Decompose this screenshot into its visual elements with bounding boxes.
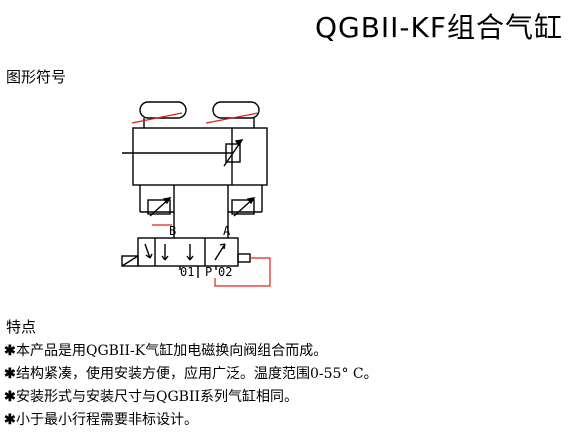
asterisk-bullet-icon: ✱	[4, 412, 16, 428]
port-labels: B A 01 P 02	[169, 224, 232, 279]
right-flow-control-valve	[231, 197, 256, 217]
feature-text: 本产品是用QGBII-K气缸加电磁换向阀组合而成。	[16, 343, 328, 359]
red-accent-lines	[131, 112, 271, 287]
features-heading: 特点	[6, 318, 37, 336]
page-title: QGBII-KF组合气缸	[314, 11, 563, 44]
solenoid-actuator	[121, 255, 139, 267]
solenoid-valve-body	[137, 237, 239, 267]
asterisk-bullet-icon: ✱	[4, 343, 16, 359]
port-a-label: A	[223, 224, 231, 238]
feature-text: 小于最小行程需要非标设计。	[16, 412, 198, 428]
feature-item: ✱ 结构紧凑，使用安装方便，应用广泛。温度范围0-55° C。	[4, 363, 378, 386]
feature-text: 结构紧凑，使用安装方便，应用广泛。温度范围0-55° C。	[16, 366, 378, 382]
port-02-label: 02	[218, 265, 232, 279]
feature-text: 安装形式与安装尺寸与QGBII系列气缸相同。	[16, 389, 299, 405]
adjustable-cushion-symbol	[223, 139, 244, 167]
feature-item: ✱ 本产品是用QGBII-K气缸加电磁换向阀组合而成。	[4, 340, 378, 363]
port-p-label: P	[205, 265, 212, 279]
asterisk-bullet-icon: ✱	[4, 366, 16, 382]
symbol-section-label: 图形符号	[6, 68, 67, 86]
spring-return	[237, 253, 251, 263]
asterisk-bullet-icon: ✱	[4, 389, 16, 405]
port-01-label: 01	[180, 265, 194, 279]
left-cushion-symbol	[139, 101, 187, 119]
cylinder-body	[132, 127, 268, 186]
features-list: ✱ 本产品是用QGBII-K气缸加电磁换向阀组合而成。 ✱ 结构紧凑，使用安装方…	[4, 340, 378, 432]
port-b-label: B	[169, 224, 176, 238]
left-flow-control-valve	[147, 197, 172, 217]
valve-ports-bottom	[179, 266, 217, 278]
feature-item: ✱ 小于最小行程需要非标设计。	[4, 409, 378, 432]
right-cushion-symbol	[212, 101, 260, 119]
feature-item: ✱ 安装形式与安装尺寸与QGBII系列气缸相同。	[4, 386, 378, 409]
